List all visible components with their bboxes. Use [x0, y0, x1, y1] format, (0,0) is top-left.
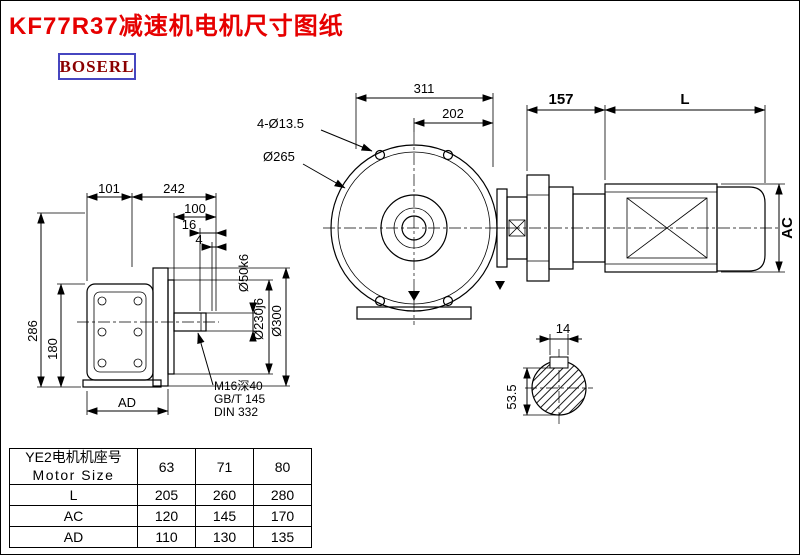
output-shaft — [173, 312, 207, 332]
dim-101-label: 101 — [98, 181, 120, 196]
motor-stator-cross — [626, 197, 708, 259]
table-row-label: L — [9, 484, 138, 506]
coupling-box — [508, 219, 526, 237]
dia265-leader-line — [302, 163, 346, 189]
fan-cover — [716, 186, 766, 272]
flange-bolt-hole — [442, 295, 454, 307]
housing-outline — [86, 283, 154, 381]
dim-100-label: 100 — [184, 201, 206, 216]
dim-flange-dia-label: Ø300 — [269, 305, 284, 337]
flange-spigot — [167, 279, 175, 375]
thread-note-line3: DIN 332 — [214, 405, 258, 419]
datum-triangle-icon — [408, 291, 420, 301]
table-cell: 110 — [137, 526, 196, 548]
flange-inner-circle — [337, 151, 491, 305]
mounting-feet — [82, 379, 162, 388]
flange-bolt-hole — [442, 149, 454, 161]
housing-base — [356, 306, 472, 320]
side-view: 101 242 100 16 4 286 180 AD Ø50k6 Ø230j6… — [25, 181, 290, 419]
dim-ac-label: AC — [779, 217, 796, 239]
dia-265-label: Ø265 — [263, 149, 295, 164]
table-row-ad: AD 110 130 135 — [9, 526, 312, 548]
table-cell-size: 63 — [137, 448, 196, 485]
table-cell: 130 — [195, 526, 254, 548]
dim-ad-label: AD — [118, 395, 136, 410]
table-cell-size: 71 — [195, 448, 254, 485]
table-row-l: L 205 260 280 — [9, 484, 312, 506]
thread-note-line1: M16深40 — [214, 379, 263, 393]
dim-286-label: 286 — [25, 320, 40, 342]
dim-16-label: 16 — [182, 217, 196, 232]
table-cell: 280 — [253, 484, 312, 506]
bolt-hole — [133, 358, 143, 368]
output-flange — [152, 267, 169, 387]
table-header-line1: YE2电机机座号 — [25, 449, 122, 465]
bolt-hole — [97, 296, 107, 306]
table-cell: 260 — [195, 484, 254, 506]
table-cell: 205 — [137, 484, 196, 506]
extension-lines — [355, 93, 785, 273]
dim-53-5-label: 53.5 — [504, 384, 519, 409]
hub-circle — [380, 194, 448, 262]
bolt-hole — [133, 296, 143, 306]
hub-circle — [393, 207, 435, 249]
dim-242-label: 242 — [163, 181, 185, 196]
note-leader-line — [197, 332, 214, 386]
input-flange-lines — [527, 194, 549, 262]
front-view: 311 202 4-Ø13.5 Ø265 157 L AC — [257, 81, 796, 325]
extension-lines — [523, 334, 569, 416]
table-cell: 120 — [137, 505, 196, 527]
holes-label: 4-Ø13.5 — [257, 116, 304, 131]
dim-shaft-dia-label: Ø50k6 — [236, 254, 251, 292]
table-cell: 170 — [253, 505, 312, 527]
shaft-section-view: 14 53.5 — [504, 321, 593, 427]
table-cell-size: 80 — [253, 448, 312, 485]
housing-face — [93, 291, 147, 373]
motor-stator-box — [626, 197, 708, 259]
motor-fins — [605, 191, 717, 265]
bolt-hole — [133, 327, 143, 337]
datum-triangle-icon — [495, 281, 505, 290]
holes-leader-line — [320, 129, 373, 152]
shaft-bore-circle — [401, 215, 427, 241]
dim-spigot-dia-label: Ø230j6 — [251, 298, 266, 340]
bolt-hole — [97, 327, 107, 337]
page-title: KF77R37减速机电机尺寸图纸 — [9, 13, 344, 40]
dim-202-label: 202 — [442, 106, 464, 121]
keyway — [549, 356, 569, 369]
dim-311-label: 311 — [414, 81, 435, 96]
brand-logo-text: BOSERL — [59, 56, 135, 76]
table-header-row: YE2电机机座号 Motor Size 63 71 80 — [9, 448, 312, 485]
table-cell: 145 — [195, 505, 254, 527]
dim-180-label: 180 — [45, 338, 60, 360]
shaft-section-circle — [531, 360, 587, 416]
dim-157-label: 157 — [548, 91, 573, 108]
table-row-ac: AC 120 145 170 — [9, 505, 312, 527]
bolt-hole — [97, 358, 107, 368]
dim-14-label: 14 — [556, 321, 570, 336]
centerline — [323, 132, 781, 325]
dim-l-label: L — [680, 91, 689, 108]
flange-bolt-hole — [374, 295, 386, 307]
brand-logo: BOSERL — [58, 53, 136, 80]
table-header-motor-size: YE2电机机座号 Motor Size — [9, 448, 138, 485]
thread-note-line2: GB/T 145 — [214, 392, 265, 406]
coupling-cross — [508, 219, 526, 237]
table-row-label: AC — [9, 505, 138, 527]
table-header-line2: Motor Size — [32, 466, 115, 483]
flange-bolt-hole — [374, 149, 386, 161]
table-row-label: AD — [9, 526, 138, 548]
dim-4-label: 4 — [195, 232, 202, 247]
table-cell: 135 — [253, 526, 312, 548]
motor-size-table: YE2电机机座号 Motor Size 63 71 80 L 205 260 2… — [9, 448, 312, 548]
